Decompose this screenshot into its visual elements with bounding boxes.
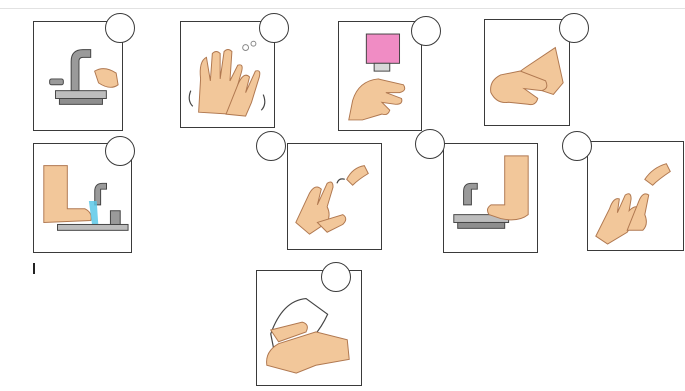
step-card-rub-hands xyxy=(484,19,570,126)
step-number-circle-5[interactable] xyxy=(105,136,135,166)
soap-dispenser-icon xyxy=(339,22,421,130)
rinse-hands-icon xyxy=(588,142,683,250)
step-number-circle-8[interactable] xyxy=(562,131,592,161)
step-number-circle-3[interactable] xyxy=(411,16,441,46)
step-number-circle-2[interactable] xyxy=(259,13,289,43)
step-number-circle-7[interactable] xyxy=(415,129,445,159)
step-number-circle-6[interactable] xyxy=(256,131,286,161)
step-number-circle-9[interactable] xyxy=(321,262,351,292)
rub-hands-icon xyxy=(485,20,569,125)
scrub-fingers-icon xyxy=(288,144,381,249)
text-cursor xyxy=(33,263,35,274)
hands-with-soap-icon xyxy=(181,22,274,127)
top-divider xyxy=(0,8,685,9)
step-number-circle-1[interactable] xyxy=(105,13,135,43)
step-number-circle-4[interactable] xyxy=(559,13,589,43)
step-card-scrub-fingers xyxy=(287,143,382,250)
turn-off-faucet-icon xyxy=(444,144,537,252)
step-card-soap-dispenser xyxy=(338,21,422,131)
step-card-rinse-hands xyxy=(587,141,684,251)
step-card-turn-off-faucet xyxy=(443,143,538,253)
step-card-hands-with-soap xyxy=(180,21,275,128)
